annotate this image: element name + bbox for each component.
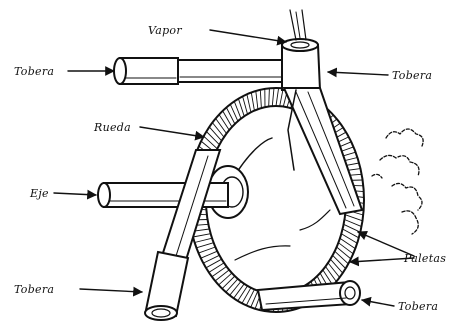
wheel-blade bbox=[212, 123, 224, 138]
wheel-blade bbox=[204, 136, 218, 149]
steam-pipe bbox=[282, 10, 362, 214]
wheel-blade bbox=[193, 234, 211, 237]
nozzle-bottom-left bbox=[145, 150, 220, 320]
wheel-blade bbox=[340, 238, 355, 248]
wheel-blade bbox=[209, 263, 224, 273]
label-tobera-top-right: Tobera bbox=[392, 69, 432, 82]
label-paletas: Paletas bbox=[403, 252, 446, 265]
steam-exhaust bbox=[372, 129, 423, 234]
wheel-blade bbox=[199, 247, 216, 253]
wheel-blade bbox=[246, 289, 254, 305]
wheel-blade bbox=[345, 215, 362, 221]
nozzle-bottom-right bbox=[258, 281, 360, 310]
wheel-blade bbox=[335, 251, 349, 264]
wheel-blade bbox=[196, 243, 213, 248]
wheel-blade bbox=[219, 115, 229, 131]
wheel-blade bbox=[337, 247, 351, 259]
wheel-blade bbox=[212, 267, 227, 277]
wheel-blade bbox=[272, 88, 274, 106]
label-eje: Eje bbox=[29, 187, 49, 200]
label-tobera-top-left: Tobera bbox=[14, 65, 54, 78]
wheel-blade bbox=[260, 90, 261, 108]
wheel-blade bbox=[276, 88, 279, 106]
wheel-blade bbox=[226, 108, 235, 125]
wheel-blade bbox=[333, 255, 346, 268]
wheel-blade bbox=[242, 288, 251, 304]
label-tobera-bottom-left: Tobera bbox=[14, 283, 54, 296]
wheel-blade bbox=[247, 94, 251, 112]
label-rueda: Rueda bbox=[93, 121, 131, 134]
wheel-blade bbox=[215, 270, 229, 281]
wheel-blade bbox=[223, 111, 232, 127]
wheel-blade bbox=[338, 243, 353, 254]
wheel-blade bbox=[206, 132, 219, 145]
wheel-blade bbox=[280, 88, 284, 106]
wheel-blade bbox=[234, 284, 245, 298]
wheel-blade bbox=[219, 273, 232, 285]
wheel-blade bbox=[209, 127, 221, 141]
wheel-blade bbox=[330, 259, 342, 273]
wheel-blade bbox=[251, 93, 254, 111]
wheel-blade bbox=[226, 279, 238, 292]
wheel-blade bbox=[269, 88, 270, 106]
label-tobera-bottom-right: Tobera bbox=[398, 300, 438, 313]
label-vapor: Vapor bbox=[148, 24, 182, 37]
wheel-blade bbox=[238, 286, 248, 301]
wheel-blade bbox=[222, 276, 235, 289]
wheel-blade bbox=[216, 119, 227, 134]
wheel-blade bbox=[230, 281, 241, 295]
nozzle-top-left bbox=[114, 58, 295, 84]
wheel-blade bbox=[326, 267, 337, 282]
wheel-blade bbox=[328, 263, 340, 278]
wheel-blade bbox=[243, 96, 248, 114]
wheel-blade bbox=[195, 238, 213, 242]
wheel-blade bbox=[256, 91, 258, 109]
